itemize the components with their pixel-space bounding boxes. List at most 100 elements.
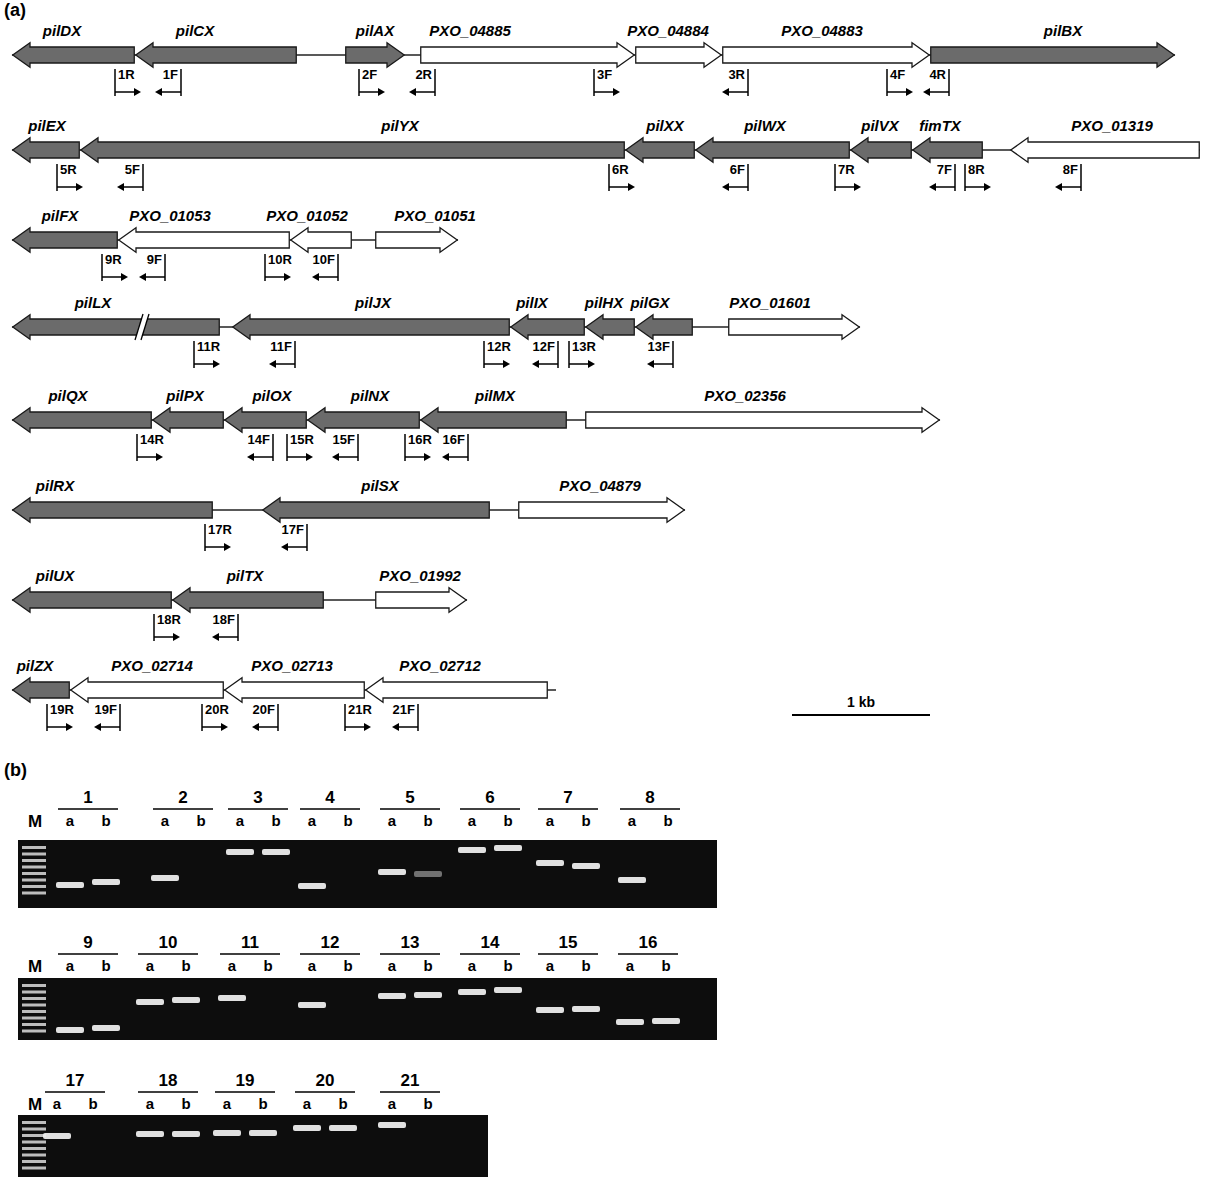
ladder-band [22, 1147, 46, 1150]
lane-sublabel: a [308, 812, 316, 829]
dna-band [56, 882, 84, 888]
lane-group-line [228, 808, 288, 810]
dna-band [151, 875, 179, 881]
gene-name: pilEX [28, 117, 66, 134]
ladder-band [22, 1167, 46, 1170]
primer-arrow [359, 91, 379, 93]
primer-label: 7F [937, 163, 952, 178]
primer-label: 9F [147, 253, 162, 268]
primer-arrow [338, 456, 358, 458]
primer-arrowhead [173, 633, 180, 641]
primer-arrowhead [722, 88, 729, 96]
primer-label: 18F [213, 613, 235, 628]
lane-sublabel: b [581, 812, 590, 829]
primer-arrow [728, 91, 748, 93]
dna-band [92, 879, 120, 885]
gene-name: pilWX [744, 117, 786, 134]
gene-name: pilZX [17, 657, 54, 674]
gene-body [913, 138, 983, 163]
primer-arrowhead [442, 453, 449, 461]
gene-arrow: pilHX [585, 294, 635, 340]
primer-label: 12F [533, 340, 555, 355]
primer-label: 10F [313, 253, 335, 268]
dna-band [293, 1125, 321, 1131]
gene-name: pilRX [36, 477, 74, 494]
primer-arrowhead [155, 88, 162, 96]
break-mark [141, 314, 149, 340]
gene-arrow: pilZX [12, 657, 70, 703]
lane-sublabel: a [66, 812, 74, 829]
gene-body [263, 498, 490, 523]
primer-label: 14R [140, 433, 164, 448]
lane-sublabel: b [343, 812, 352, 829]
dna-band [298, 1002, 326, 1008]
gene-body [519, 498, 685, 523]
dna-band [213, 1130, 241, 1136]
lane-group-line [300, 808, 360, 810]
ladder-band [22, 1004, 46, 1007]
primer-arrowhead [252, 723, 259, 731]
dna-band [43, 1133, 71, 1139]
gene-name: pilVX [861, 117, 899, 134]
primer-arrowhead [212, 633, 219, 641]
ladder-band [22, 866, 46, 869]
ladder-band [22, 1010, 46, 1013]
primer-label: 6F [730, 163, 745, 178]
primer-arrow [202, 726, 222, 728]
ladder-band [22, 984, 46, 987]
primer-arrow [405, 456, 425, 458]
primer-arrowhead [269, 360, 276, 368]
primer-arrow [415, 91, 435, 93]
dna-band [378, 1122, 406, 1128]
gene-name: pilPX [166, 387, 204, 404]
ladder-band [22, 1121, 46, 1124]
primer-arrow [102, 276, 122, 278]
gene-arrow: pilFX [12, 207, 118, 253]
gene-body [291, 228, 352, 253]
gene-shape [912, 137, 983, 163]
gene-shape [365, 677, 548, 703]
gene-arrow: fimTX [912, 117, 983, 163]
gene-arrow: pilIX [510, 294, 585, 340]
primer-arrowhead [156, 453, 163, 461]
gene-name: PXO_04879 [559, 477, 641, 494]
gene-shape [172, 587, 324, 613]
lane-number: 17 [66, 1071, 85, 1091]
gene-arrow: PXO_04884 [627, 22, 722, 68]
dna-band [414, 871, 442, 877]
gene-arrow: pilRX [12, 477, 213, 523]
dna-band [172, 997, 200, 1003]
primer-arrow [538, 363, 558, 365]
gene-body [13, 678, 70, 703]
gene-shape [224, 407, 307, 433]
gene-name: pilNX [351, 387, 389, 404]
primer-arrowhead [117, 183, 124, 191]
gene-arrow: PXO_02713 [224, 657, 365, 703]
primer-label: 7R [838, 163, 855, 178]
lane-number: 16 [639, 933, 658, 953]
ladder-band [22, 1030, 46, 1033]
gene-name: pilUX [36, 567, 74, 584]
primer-arrow [398, 726, 418, 728]
gene-arrow: pilLX [12, 294, 220, 340]
dna-band [652, 1018, 680, 1024]
gene-name: PXO_01319 [1071, 117, 1153, 134]
ladder-band [22, 879, 46, 882]
gene-body [421, 43, 635, 68]
lane-number: 12 [321, 933, 340, 953]
ladder-band [22, 1128, 46, 1131]
primer-label: 19F [95, 703, 117, 718]
dna-band [136, 1131, 164, 1137]
lane-sublabel: b [661, 957, 670, 974]
lane-sublabel: b [258, 1095, 267, 1112]
lane-group-line [380, 808, 440, 810]
gene-name: pilQX [48, 387, 87, 404]
lane-sublabel: b [503, 812, 512, 829]
primer-arrowhead [312, 273, 319, 281]
gene-shape [635, 314, 693, 340]
primer-arrowhead [139, 273, 146, 281]
lane-number: 21 [401, 1071, 420, 1091]
lane-group-line [58, 808, 118, 810]
gene-arrow: pilWX [695, 117, 850, 163]
primer-arrow [47, 726, 67, 728]
